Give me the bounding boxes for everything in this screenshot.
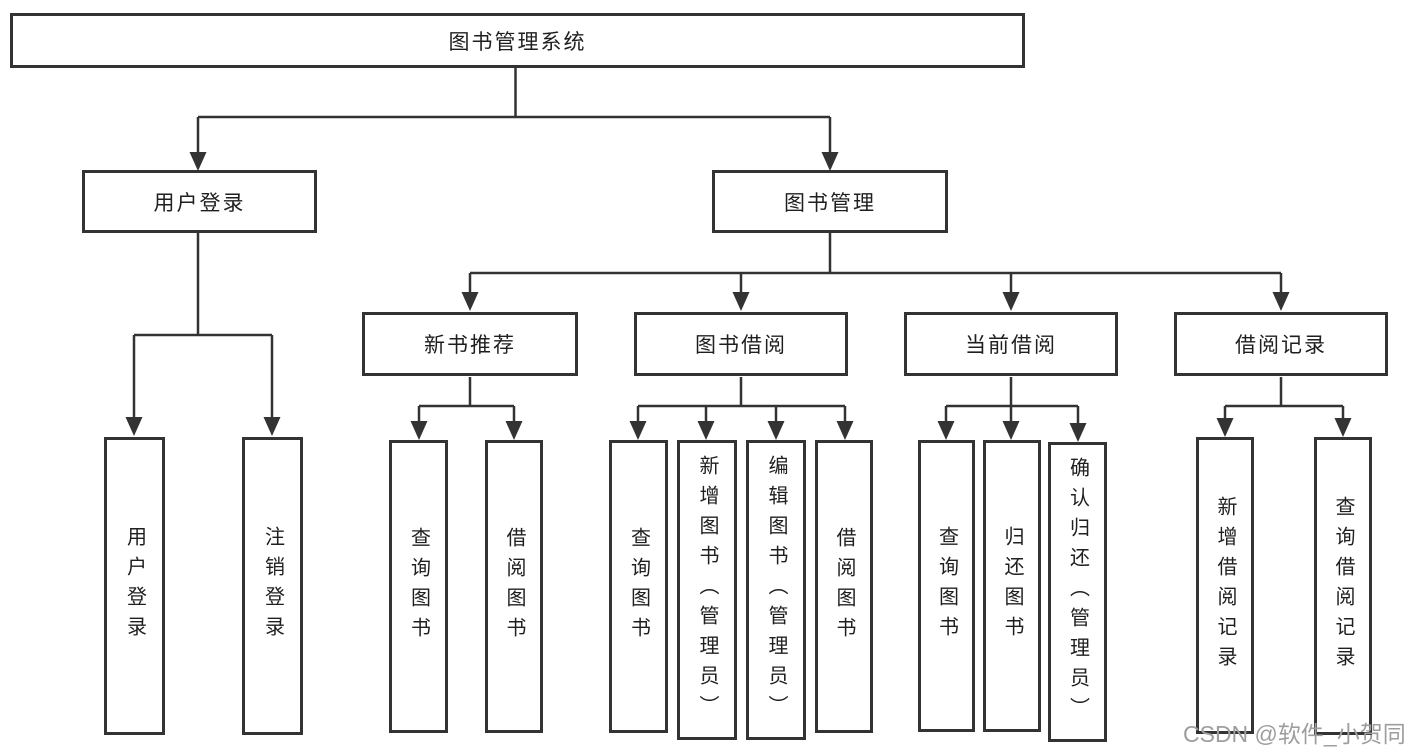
- leaf-user-login-label: 用户登录: [123, 526, 146, 646]
- current-borrow-label: 当前借阅: [965, 334, 1057, 357]
- user-login-node-label: 用户登录: [153, 191, 246, 215]
- leaf-br-add-record-label: 新增借阅记录: [1214, 495, 1236, 676]
- borrow-records-label: 借阅记录: [1235, 334, 1327, 357]
- csdn-watermark: CSDN @软件_小贺同学: [1183, 721, 1405, 747]
- leaf-bb-borrow-book-node: 借阅图书: [815, 440, 873, 733]
- user-login-node: 用户登录: [82, 170, 317, 233]
- root-node: 图书管理系统: [10, 13, 1025, 68]
- borrow-records-node: 借阅记录: [1174, 312, 1388, 376]
- leaf-nbr-query-book-node: 查询图书: [389, 440, 448, 733]
- leaf-bb-edit-book-admin-label: 编辑图书（管理员）: [765, 455, 787, 725]
- leaf-bb-add-book-admin-label: 新增图书（管理员）: [696, 455, 718, 725]
- leaf-cb-query-book-label: 查询图书: [935, 526, 958, 646]
- leaf-bb-add-book-admin-node: 新增图书（管理员）: [677, 440, 737, 740]
- book-borrow-node: 图书借阅: [634, 312, 848, 376]
- leaf-nbr-borrow-book-node: 借阅图书: [485, 440, 543, 733]
- leaf-cb-query-book-node: 查询图书: [918, 440, 975, 732]
- leaf-logout-label: 注销登录: [261, 526, 284, 646]
- book-borrow-label: 图书借阅: [695, 334, 787, 357]
- leaf-cb-confirm-return-admin-node: 确认归还（管理员）: [1048, 442, 1107, 742]
- new-book-recommend-label: 新书推荐: [424, 334, 516, 357]
- leaf-bb-query-book-label: 查询图书: [627, 526, 650, 647]
- leaf-bb-edit-book-admin-node: 编辑图书（管理员）: [746, 440, 806, 740]
- leaf-br-add-record-node: 新增借阅记录: [1196, 437, 1254, 734]
- leaf-br-query-record-node: 查询借阅记录: [1314, 437, 1372, 735]
- leaf-bb-query-book-node: 查询图书: [609, 440, 668, 733]
- leaf-br-query-record-label: 查询借阅记录: [1332, 496, 1354, 676]
- arrowheads: [125, 152, 1352, 442]
- leaf-bb-borrow-book-label: 借阅图书: [833, 526, 855, 647]
- new-book-recommend-node: 新书推荐: [362, 312, 578, 376]
- leaf-nbr-query-book-label: 查询图书: [407, 526, 430, 647]
- book-management-node: 图书管理: [712, 170, 948, 233]
- leaf-nbr-borrow-book-label: 借阅图书: [503, 526, 525, 647]
- leaf-cb-confirm-return-admin-label: 确认归还（管理员）: [1066, 457, 1089, 727]
- leaf-logout-node: 注销登录: [242, 437, 303, 735]
- book-management-node-label: 图书管理: [784, 191, 876, 215]
- root-node-label: 图书管理系统: [448, 30, 587, 54]
- leaf-user-login-node: 用户登录: [104, 437, 165, 735]
- leaf-cb-return-book-node: 归还图书: [983, 440, 1041, 732]
- leaf-cb-return-book-label: 归还图书: [1001, 526, 1023, 646]
- current-borrow-node: 当前借阅: [904, 312, 1118, 376]
